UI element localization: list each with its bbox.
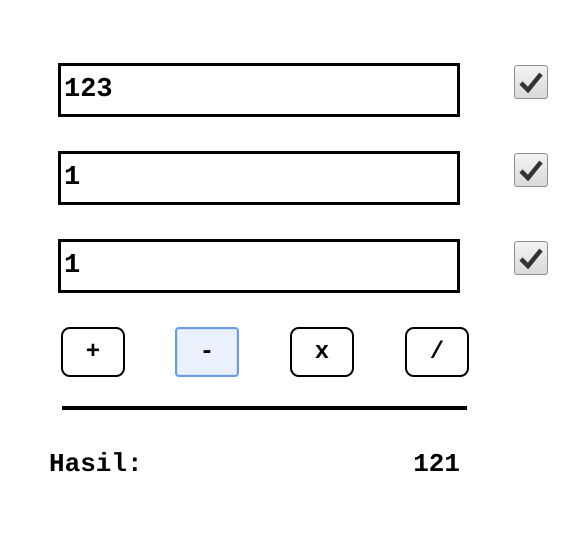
- checkbox-3[interactable]: [514, 241, 548, 275]
- checkbox-1[interactable]: [514, 65, 548, 99]
- check-icon: [519, 72, 543, 94]
- number-input-3[interactable]: [58, 239, 460, 293]
- checkbox-2[interactable]: [514, 153, 548, 187]
- check-icon: [519, 160, 543, 182]
- divider: [62, 406, 467, 410]
- number-input-1[interactable]: [58, 63, 460, 117]
- divide-button[interactable]: /: [405, 327, 469, 377]
- subtract-button[interactable]: -: [175, 327, 239, 377]
- check-icon: [519, 248, 543, 270]
- multiply-button[interactable]: x: [290, 327, 354, 377]
- result-value: 121: [413, 449, 460, 479]
- result-label: Hasil:: [49, 449, 143, 479]
- number-input-2[interactable]: [58, 151, 460, 205]
- add-button[interactable]: +: [61, 327, 125, 377]
